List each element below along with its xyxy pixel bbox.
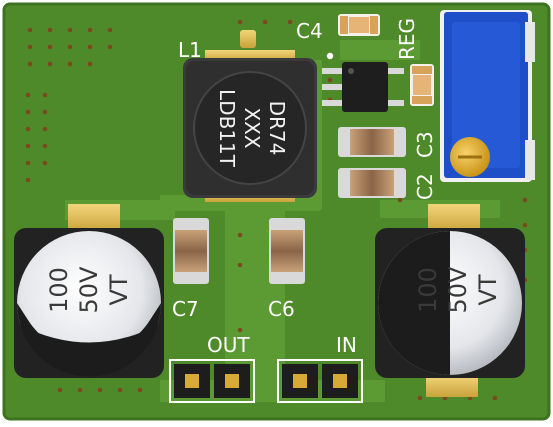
electrolytic-cap-right: 100 50V VT (375, 204, 525, 397)
cap-right-marking-2: 50V (444, 266, 472, 314)
capacitor-reg (410, 64, 434, 106)
label-out: OUT (207, 333, 250, 357)
cap-left-marking-1: 100 (45, 267, 73, 313)
capacitor-c6 (269, 218, 305, 284)
capacitor-c4 (338, 14, 380, 36)
inductor-marking-3: LDB11T (215, 89, 239, 168)
capacitor-c3 (338, 127, 406, 157)
electrolytic-cap-left: 100 50V VT (14, 204, 164, 378)
inductor-pad-top (240, 30, 256, 48)
label-in: IN (336, 333, 357, 357)
cap-left-marking-3: VT (105, 274, 133, 305)
cap-right-marking-3: VT (474, 274, 502, 305)
inductor-l1: DR74 XXX LDB11T (183, 50, 317, 202)
inductor-marking-2: XXX (240, 107, 264, 148)
capacitor-c2 (338, 168, 406, 198)
potentiometer (440, 10, 535, 182)
cap-left-marking-2: 50V (75, 266, 103, 314)
label-c4: C4 (296, 19, 323, 43)
pin1-marker (326, 52, 334, 60)
header-in (277, 359, 363, 403)
label-reg: REG (395, 18, 419, 60)
inductor-marking-1: DR74 (265, 101, 289, 156)
label-c7: C7 (172, 297, 199, 321)
label-c3: C3 (413, 131, 437, 158)
capacitor-c7 (173, 218, 209, 284)
label-l1: L1 (178, 38, 202, 62)
board-edge (2, 2, 551, 421)
label-c2: C2 (413, 173, 437, 200)
regulator-ic (322, 62, 404, 112)
header-out (169, 359, 255, 403)
cap-right-marking-1: 100 (414, 267, 442, 313)
via-dots (25, 19, 528, 401)
label-c6: C6 (268, 297, 295, 321)
